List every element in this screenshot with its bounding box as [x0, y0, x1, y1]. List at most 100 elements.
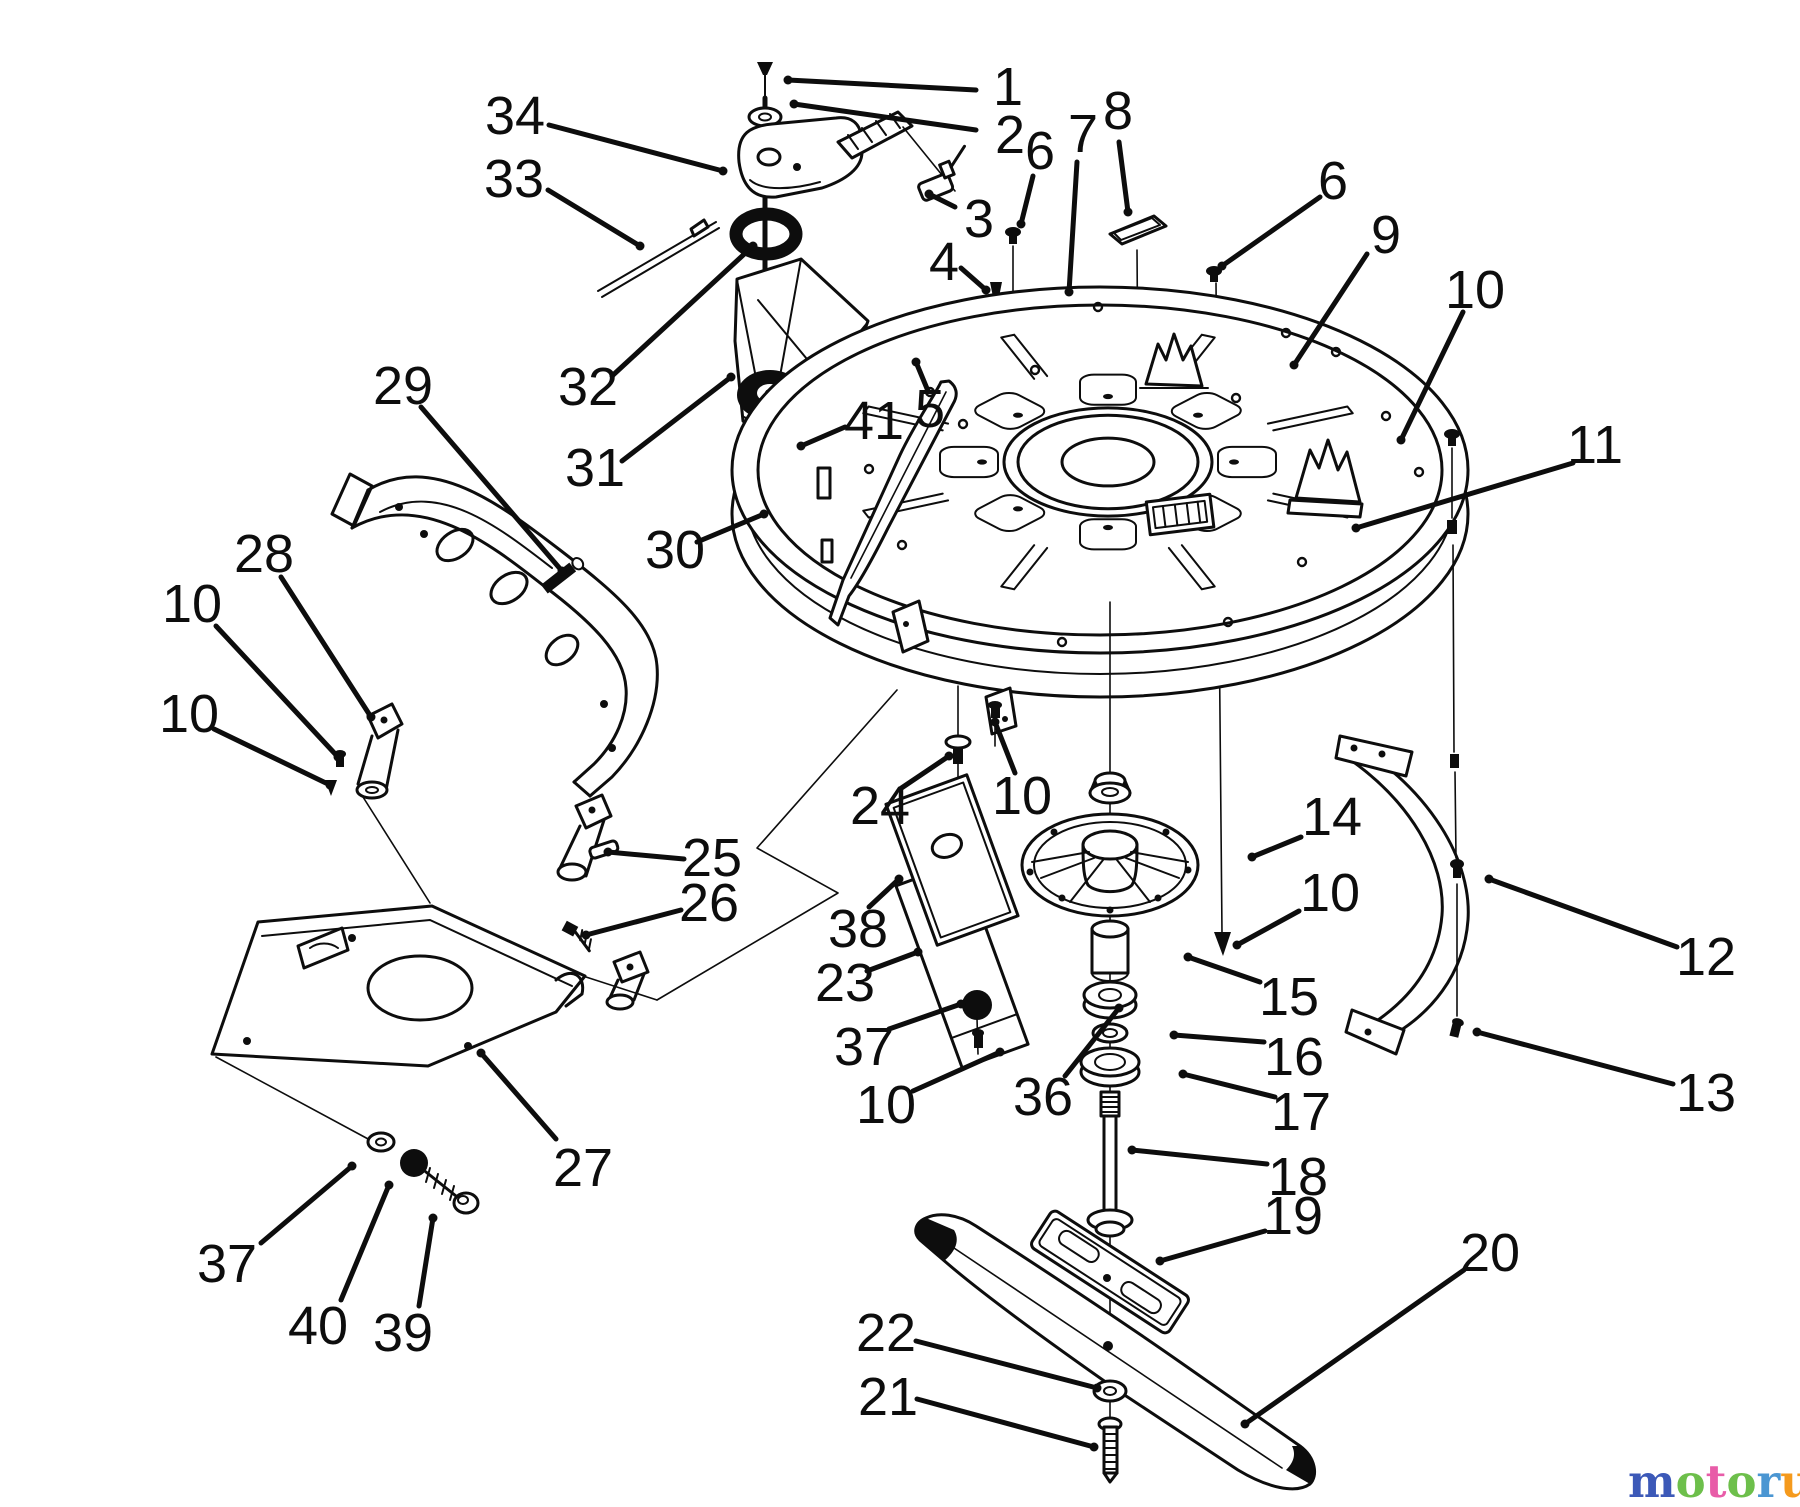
blade-stiffener-part-19: [1030, 1209, 1190, 1335]
washer-part-37: [366, 1131, 396, 1153]
leader-dot: [557, 566, 567, 576]
watermark-letter: u: [1780, 1455, 1800, 1507]
leader-line-31: [619, 374, 734, 464]
leader-dot: [1289, 360, 1299, 370]
leader-line-2: [791, 101, 979, 133]
leader-dot: [913, 947, 923, 957]
leader-line-21: [914, 1396, 1097, 1450]
leader-dot: [1089, 1442, 1099, 1452]
leader-dot: [718, 166, 728, 176]
watermark-letter: o: [1676, 1455, 1706, 1507]
leader-dot: [1169, 1030, 1179, 1040]
leader-line-1: [785, 77, 979, 93]
fastener-set-lower-left: [366, 1131, 480, 1215]
blade-silhouette-on-deck: [828, 379, 958, 627]
leader-dot: [603, 847, 613, 857]
callout-label-2: 2: [995, 105, 1025, 165]
callout-label-23: 23: [815, 953, 875, 1013]
callout-label-30: 30: [645, 520, 705, 580]
leader-dot: [789, 99, 799, 109]
leader-line-22: [913, 1338, 1100, 1391]
callout-label-37: 37: [834, 1017, 894, 1077]
watermark-logo: motoruf.de: [1628, 1455, 1800, 1507]
deck-bracket-right: [1286, 438, 1364, 519]
leader-dot: [944, 751, 954, 761]
leader-line-3: [926, 191, 958, 210]
callout-label-20: 20: [1460, 1223, 1520, 1283]
deck-housing-part-9: [730, 285, 1470, 736]
callout-label-7: 7: [1068, 104, 1098, 164]
callout-label-5: 5: [915, 379, 945, 439]
guard-arc-part-12: [1334, 734, 1470, 1056]
leader-line-8: [1116, 139, 1131, 215]
callout-label-16: 16: [1264, 1027, 1324, 1087]
leader-dot: [911, 357, 921, 367]
callout-label-3: 3: [964, 189, 994, 249]
blade-part-20: [914, 1213, 1317, 1491]
leader-dot: [1127, 1145, 1137, 1155]
leader-dot: [428, 1213, 438, 1223]
pulley-part-14: [1020, 812, 1200, 918]
bolt-part-26t: [561, 920, 592, 953]
rim-tab: [820, 538, 834, 564]
leader-line-13: [1474, 1029, 1676, 1087]
leader-line-9: [1291, 251, 1370, 368]
leader-line-39: [416, 1215, 436, 1309]
cover-bracket-part-34: [737, 110, 956, 199]
leader-dot: [347, 1161, 357, 1171]
leader-dot: [581, 930, 591, 940]
leader-line-6: [1018, 173, 1036, 227]
leader-dot: [783, 75, 793, 85]
leader-dot: [894, 874, 904, 884]
spacer-part-15: [1090, 919, 1130, 982]
deck-bracket-center: [1139, 332, 1209, 389]
leader-line-32: [609, 243, 756, 379]
callout-label-40: 40: [288, 1296, 348, 1356]
leader-dot: [1155, 1256, 1165, 1266]
spindle-assembly: [914, 601, 1317, 1491]
deck-label-plate: [1144, 492, 1216, 537]
leader-line-41: [798, 424, 848, 449]
callout-label-24: 24: [850, 776, 910, 836]
leader-dot: [956, 999, 966, 1009]
rim-clip: [891, 599, 930, 654]
bolt-part-10f: [972, 1017, 984, 1055]
leader-line-34: [546, 122, 726, 174]
callout-label-18: 18: [1268, 1147, 1328, 1207]
leader-line-23: [864, 949, 921, 974]
callout-label-11: 11: [1567, 415, 1623, 475]
screw-part-13: [1449, 1018, 1464, 1038]
callout-label-37: 37: [197, 1234, 257, 1294]
parts-artwork: [210, 62, 1470, 1491]
baffle-brackets: [884, 685, 1030, 1070]
callout-label-1: 1: [993, 57, 1023, 117]
leader-dot: [1484, 874, 1494, 884]
leader-dot: [1064, 287, 1074, 297]
callout-label-9: 9: [1371, 205, 1401, 265]
leader-line-19: [1157, 1228, 1268, 1264]
lift-bracket-assembly: [325, 472, 898, 1011]
leader-dot: [924, 189, 934, 199]
callout-label-22: 22: [856, 1303, 916, 1363]
callout-label-6: 6: [1025, 121, 1055, 181]
pivot-link-part-28: [355, 702, 404, 800]
callout-label-27: 27: [553, 1138, 613, 1198]
leader-line-28: [278, 574, 374, 720]
leader-line-16: [1171, 1032, 1267, 1045]
break-line: [215, 1056, 371, 1141]
pivot-link-part-25: [556, 793, 620, 882]
nut-part-40: [400, 1149, 428, 1177]
callout-label-39: 39: [373, 1303, 433, 1363]
shaft-part-18: [1086, 1090, 1134, 1238]
callout-label-33: 33: [484, 149, 544, 209]
watermark-letter: r: [1756, 1455, 1781, 1507]
leader-dot: [1472, 1027, 1482, 1037]
screw-part-29t: [540, 557, 585, 594]
base-plate-part-27: [210, 904, 587, 1141]
callout-label-10: 10: [159, 684, 219, 744]
leader-dot: [476, 1048, 486, 1058]
leader-line-12: [1486, 876, 1680, 950]
leader-dot: [1240, 1419, 1250, 1429]
break-line: [585, 976, 658, 1001]
callout-label-4: 4: [929, 232, 959, 292]
